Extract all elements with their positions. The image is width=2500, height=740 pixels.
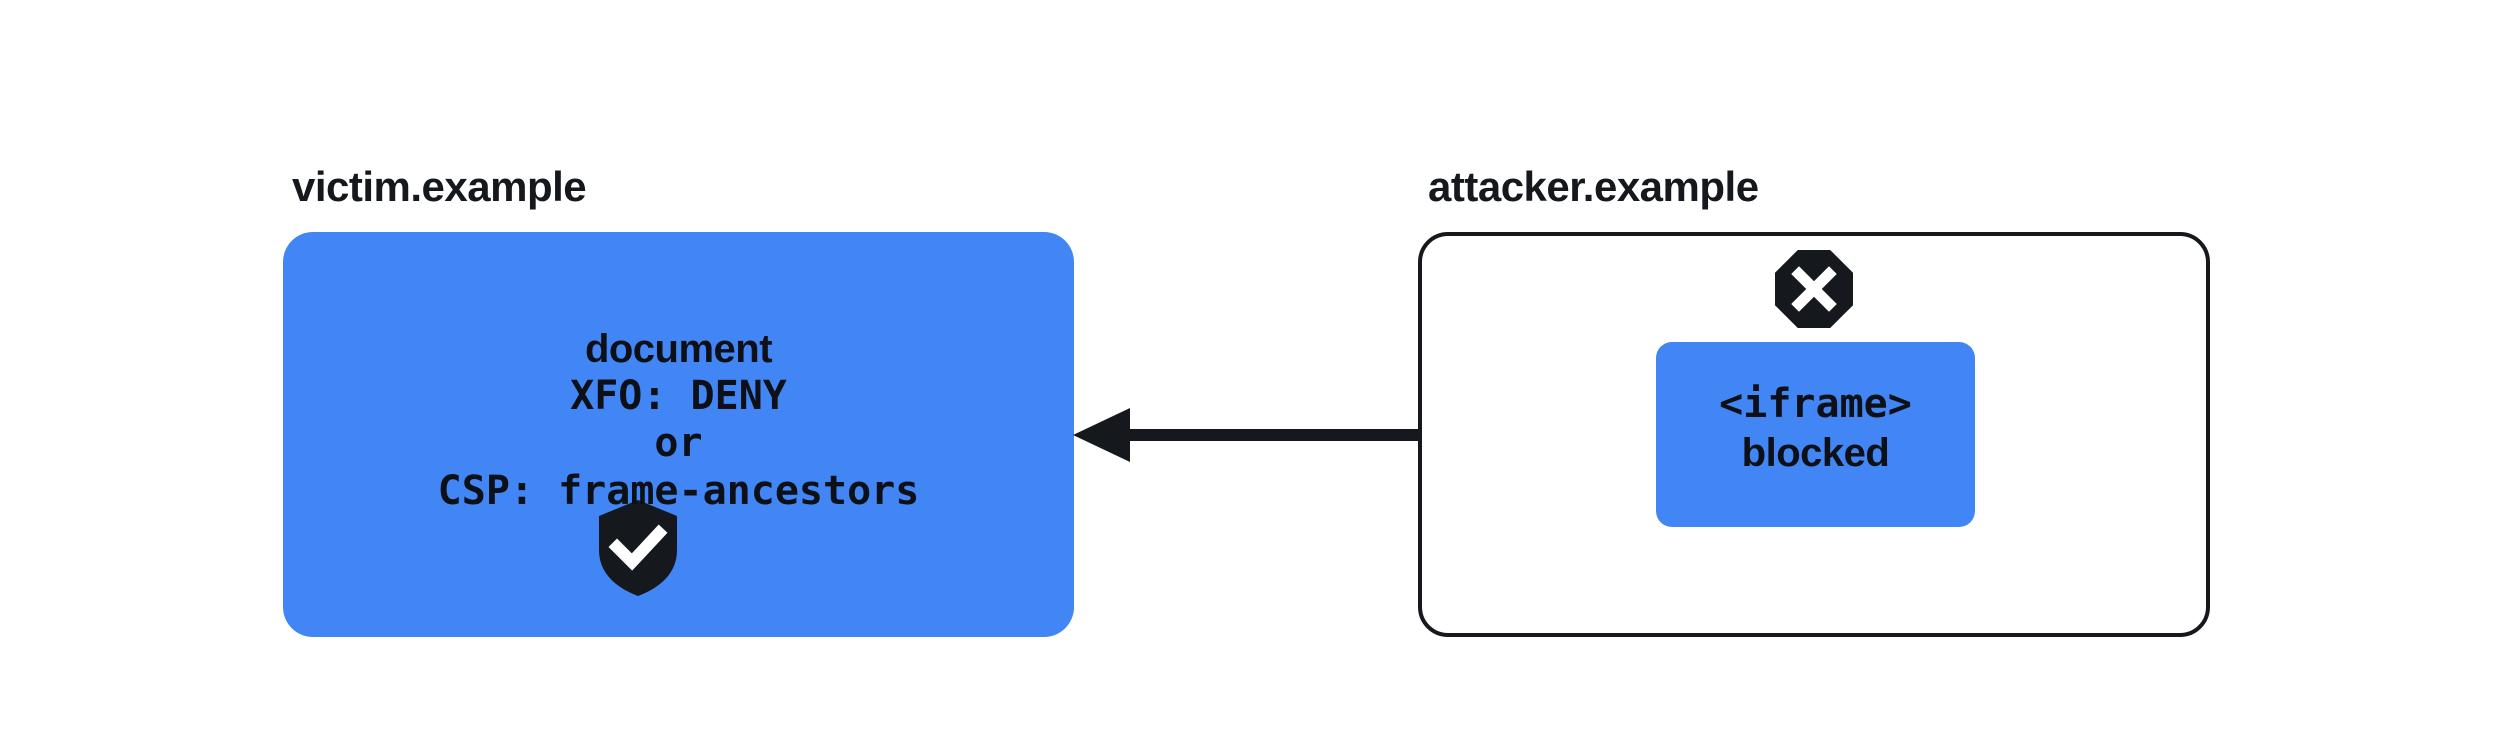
iframe-line-tag: <iframe> — [1719, 381, 1912, 427]
victim-line-or: or — [654, 420, 703, 467]
shield-check-icon — [599, 500, 677, 596]
victim-origin-label: victim.example — [292, 163, 587, 210]
victim-line-csp: CSP: frame-ancestors — [437, 467, 920, 514]
octagon-x-icon — [1775, 250, 1853, 328]
attacker-origin-label: attacker.example — [1428, 163, 1759, 210]
victim-card-text: document XFO: DENY or CSP: frame-ancesto… — [283, 326, 1074, 515]
victim-document-card: document XFO: DENY or CSP: frame-ancesto… — [283, 232, 1074, 637]
attacker-iframe-box: <iframe> blocked — [1656, 342, 1975, 527]
iframe-line-blocked: blocked — [1741, 430, 1890, 475]
iframe-box-text: <iframe> blocked — [1656, 380, 1975, 478]
victim-line-document: document — [584, 327, 773, 371]
victim-line-xfo: XFO: DENY — [570, 373, 787, 420]
